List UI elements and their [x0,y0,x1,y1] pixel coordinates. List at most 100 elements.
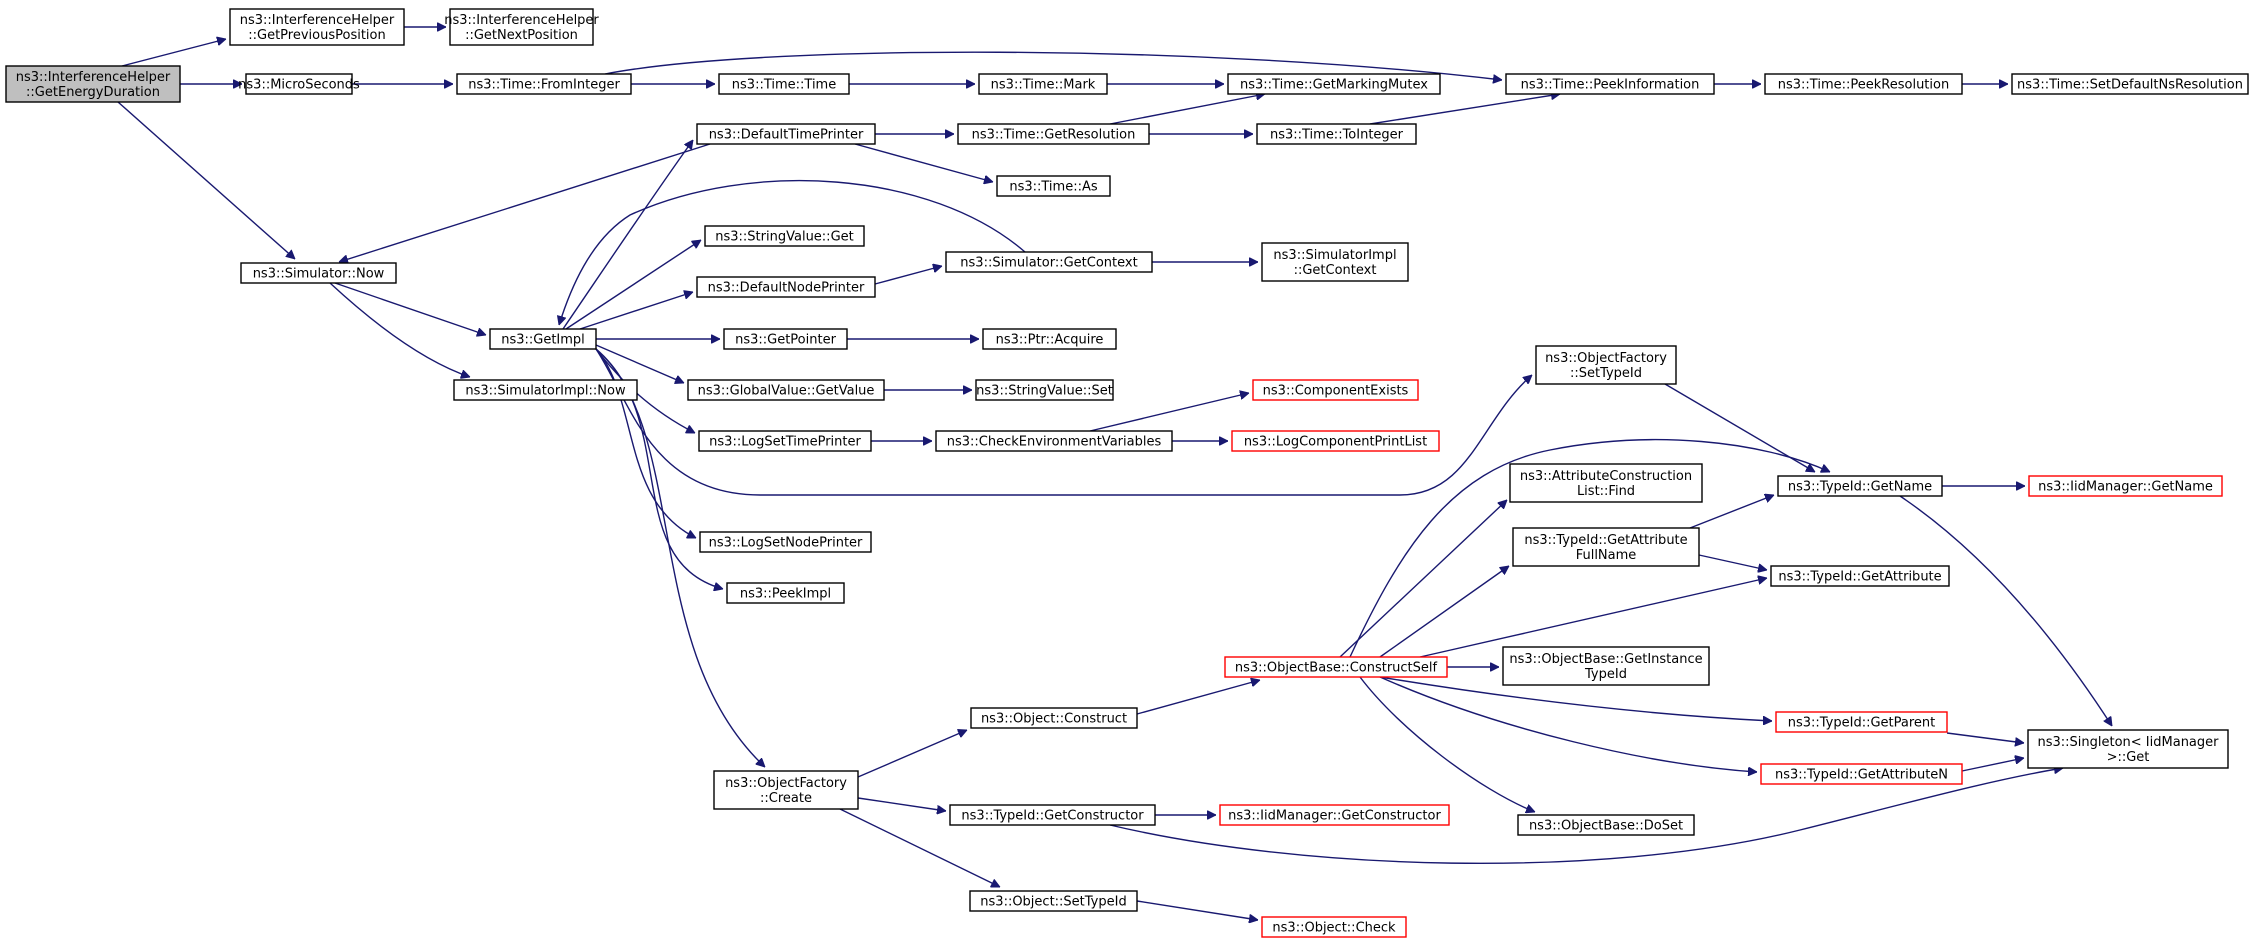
node-getres[interactable]: ns3::Time::GetResolution [957,123,1150,145]
node-tidgetname[interactable]: ns3::TypeId::GetName [1777,475,1943,497]
node-ofsettype[interactable]: ns3::ObjectFactory::SetTypeId [1535,345,1677,385]
node-implgetctx[interactable]: ns3::SimulatorImpl::GetContext [1261,242,1409,282]
node-compexists[interactable]: ns3::ComponentExists [1252,379,1419,401]
edge-getres-markmutex [1109,94,1265,125]
edge-constructself-tidgetname [1349,439,1830,658]
node-timeas[interactable]: ns3::Time::As [996,175,1111,197]
node-lognodeprinter[interactable]: ns3::LogSetNodePrinter [699,531,872,553]
node-objconstruct[interactable]: ns3::Object::Construct [970,707,1138,729]
node-box [1775,711,1948,733]
node-label: ns3::AttributeConstruction [1520,469,1692,484]
node-label: ::GetContext [1294,263,1377,278]
node-logprintlist[interactable]: ns3::LogComponentPrintList [1231,430,1440,452]
node-objcheck[interactable]: ns3::Object::Check [1261,916,1407,938]
node-mark[interactable]: ns3::Time::Mark [978,73,1108,95]
node-label: List::Find [1577,484,1635,499]
node-box [698,430,872,452]
node-simgetctx[interactable]: ns3::Simulator::GetContext [945,251,1153,273]
node-timetime[interactable]: ns3::Time::Time [718,73,850,95]
node-getnext[interactable]: ns3::InterferenceHelper::GetNextPosition [444,8,599,46]
node-peekimpl[interactable]: ns3::PeekImpl [726,582,845,604]
node-box [1505,73,1715,95]
node-box [449,8,594,46]
edge-getattrfull-tidgetattr [1698,554,1767,570]
edge-getattrfull-tidgetname [1689,495,1774,529]
node-label: ns3::TypeId::GetName [1788,480,1932,495]
edge-root-getprev [121,39,226,67]
edge-constructself-getattrfull [1379,566,1509,658]
node-checkenv[interactable]: ns3::CheckEnvironmentVariables [935,430,1173,452]
node-label: ns3::StringValue::Set [976,384,1113,399]
node-iidgetname[interactable]: ns3::IidManager::GetName [2028,475,2223,497]
node-label: ns3::DefaultNodePrinter [708,281,865,296]
edge-root-simnow [117,101,295,259]
node-box [699,531,872,553]
node-ofcreate[interactable]: ns3::ObjectFactory::Create [713,770,859,810]
node-ptracq[interactable]: ns3::Ptr::Acquire [982,328,1117,350]
node-tidgetattr[interactable]: ns3::TypeId::GetAttribute [1770,565,1950,587]
node-label: ns3::Time::Mark [991,78,1096,93]
node-label: ns3::Time::PeekResolution [1778,78,1949,93]
node-label: FullName [1576,548,1637,563]
node-box [1512,527,1700,567]
node-label: >::Get [2107,750,2150,765]
node-getprev[interactable]: ns3::InterferenceHelper::GetPreviousPosi… [229,8,405,46]
node-simnow[interactable]: ns3::Simulator::Now [240,262,397,284]
node-tidgetparent[interactable]: ns3::TypeId::GetParent [1775,711,1948,733]
node-micro[interactable]: ns3::MicroSeconds [238,73,360,95]
node-box [726,582,845,604]
edge-deftimeprinter-simnow [339,143,711,262]
node-label: ns3::InterferenceHelper [16,70,171,85]
edge-constructself-tidgetattrn [1379,676,1757,772]
node-tidgetattrn[interactable]: ns3::TypeId::GetAttributeN [1760,763,1963,785]
node-label: ::GetPreviousPosition [248,28,385,43]
node-root[interactable]: ns3::InterferenceHelper::GetEnergyDurati… [5,65,181,103]
node-label: ns3::PeekImpl [740,587,831,602]
node-gvget[interactable]: ns3::GlobalValue::GetValue [687,379,885,401]
node-label: ns3::Object::Construct [981,712,1127,727]
node-box [1517,814,1695,836]
node-tidgetctor[interactable]: ns3::TypeId::GetConstructor [949,804,1156,826]
node-box [713,770,859,810]
node-iidgetctor[interactable]: ns3::IidManager::GetConstructor [1219,804,1450,826]
node-markmutex[interactable]: ns3::Time::GetMarkingMutex [1227,73,1441,95]
node-objsettype[interactable]: ns3::Object::SetTypeId [969,890,1138,912]
node-defnodeprinter[interactable]: ns3::DefaultNodePrinter [696,276,876,298]
node-getpointer[interactable]: ns3::GetPointer [723,328,848,350]
node-label: ns3::SimulatorImpl [1273,248,1396,263]
node-getimpl[interactable]: ns3::GetImpl [489,328,597,350]
node-label: ns3::StringValue::Get [715,230,853,245]
node-singleton[interactable]: ns3::Singleton< IidManager >::Get [2027,729,2229,769]
node-setdefres[interactable]: ns3::Time::SetDefaultNsResolution [2011,73,2249,95]
node-label: ns3::TypeId::GetAttributeN [1775,768,1948,783]
node-strset[interactable]: ns3::StringValue::Set [975,379,1114,401]
edge-tidgetctor-singleton [1109,768,2063,865]
node-box [982,328,1117,350]
edge-objsettype-objcheck [1136,900,1258,920]
node-box [1502,646,1710,686]
edge-getimpl-defnodeprinter [579,292,693,330]
node-fromint[interactable]: ns3::Time::FromInteger [456,73,632,95]
node-label: ns3::IidManager::GetConstructor [1228,809,1441,824]
node-label: TypeId [1584,667,1627,682]
node-peekinfo[interactable]: ns3::Time::PeekInformation [1505,73,1715,95]
node-deftimeprinter[interactable]: ns3::DefaultTimePrinter [696,123,876,145]
node-label: ns3::ObjectBase::DoSet [1529,819,1683,834]
node-simimplnow[interactable]: ns3::SimulatorImpl::Now [453,379,638,401]
node-box [489,328,597,350]
node-logsettime[interactable]: ns3::LogSetTimePrinter [698,430,872,452]
node-strget[interactable]: ns3::StringValue::Get [704,225,865,247]
edge-objconstruct-constructself [1136,680,1260,715]
node-dosset[interactable]: ns3::ObjectBase::DoSet [1517,814,1695,836]
node-box [1509,463,1703,503]
node-box [718,73,850,95]
edge-constructself-acfind [1339,500,1507,658]
node-toint[interactable]: ns3::Time::ToInteger [1256,123,1417,145]
node-constructself[interactable]: ns3::ObjectBase::ConstructSelf [1224,656,1448,678]
node-box [245,73,353,95]
node-peekres[interactable]: ns3::Time::PeekResolution [1764,73,1963,95]
node-label: ns3::Singleton< IidManager [2037,735,2219,750]
